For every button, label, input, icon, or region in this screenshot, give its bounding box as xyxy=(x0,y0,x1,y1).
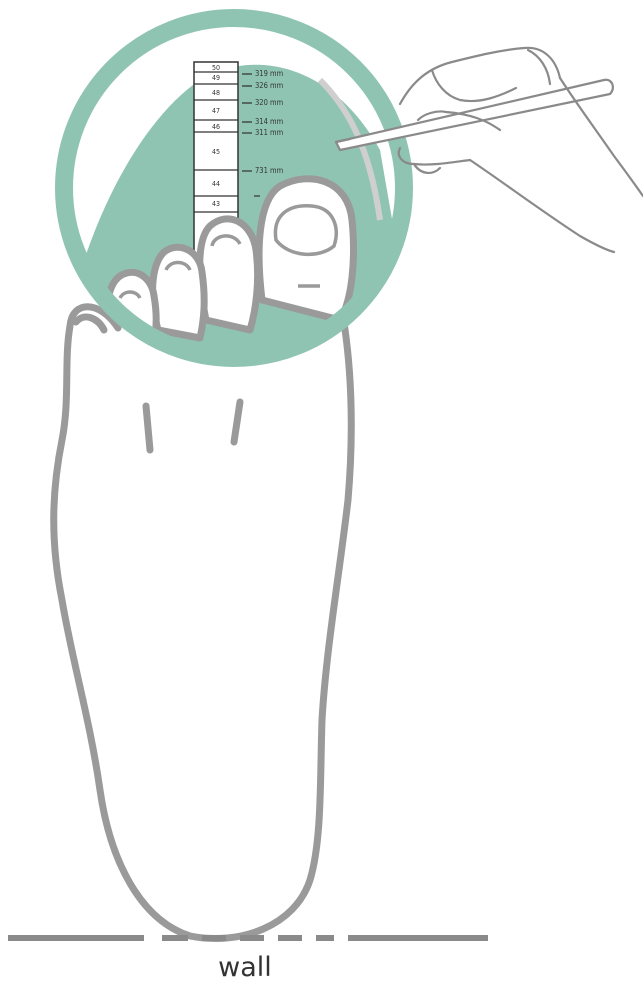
wall-label: wall xyxy=(0,952,490,983)
measurement-label: 311 mm xyxy=(255,128,283,137)
measurement-label: 731 mm xyxy=(255,166,283,175)
ruler-size-49: 49 xyxy=(212,74,220,82)
ruler-size-50: 50 xyxy=(212,64,220,72)
ruler-size-43: 43 xyxy=(212,200,220,208)
measurement-label: 319 mm xyxy=(255,69,283,78)
ruler-size-44: 44 xyxy=(212,180,220,188)
ruler-size-45: 45 xyxy=(212,148,220,156)
measurement-label: 314 mm xyxy=(255,117,283,126)
ruler-size-46: 46 xyxy=(212,123,220,131)
measurement-label: 326 mm xyxy=(255,81,283,90)
foot-outline xyxy=(54,300,352,939)
ruler-size-47: 47 xyxy=(212,107,220,115)
measurement-label: 320 mm xyxy=(255,98,283,107)
ruler-size-48: 48 xyxy=(212,89,220,97)
